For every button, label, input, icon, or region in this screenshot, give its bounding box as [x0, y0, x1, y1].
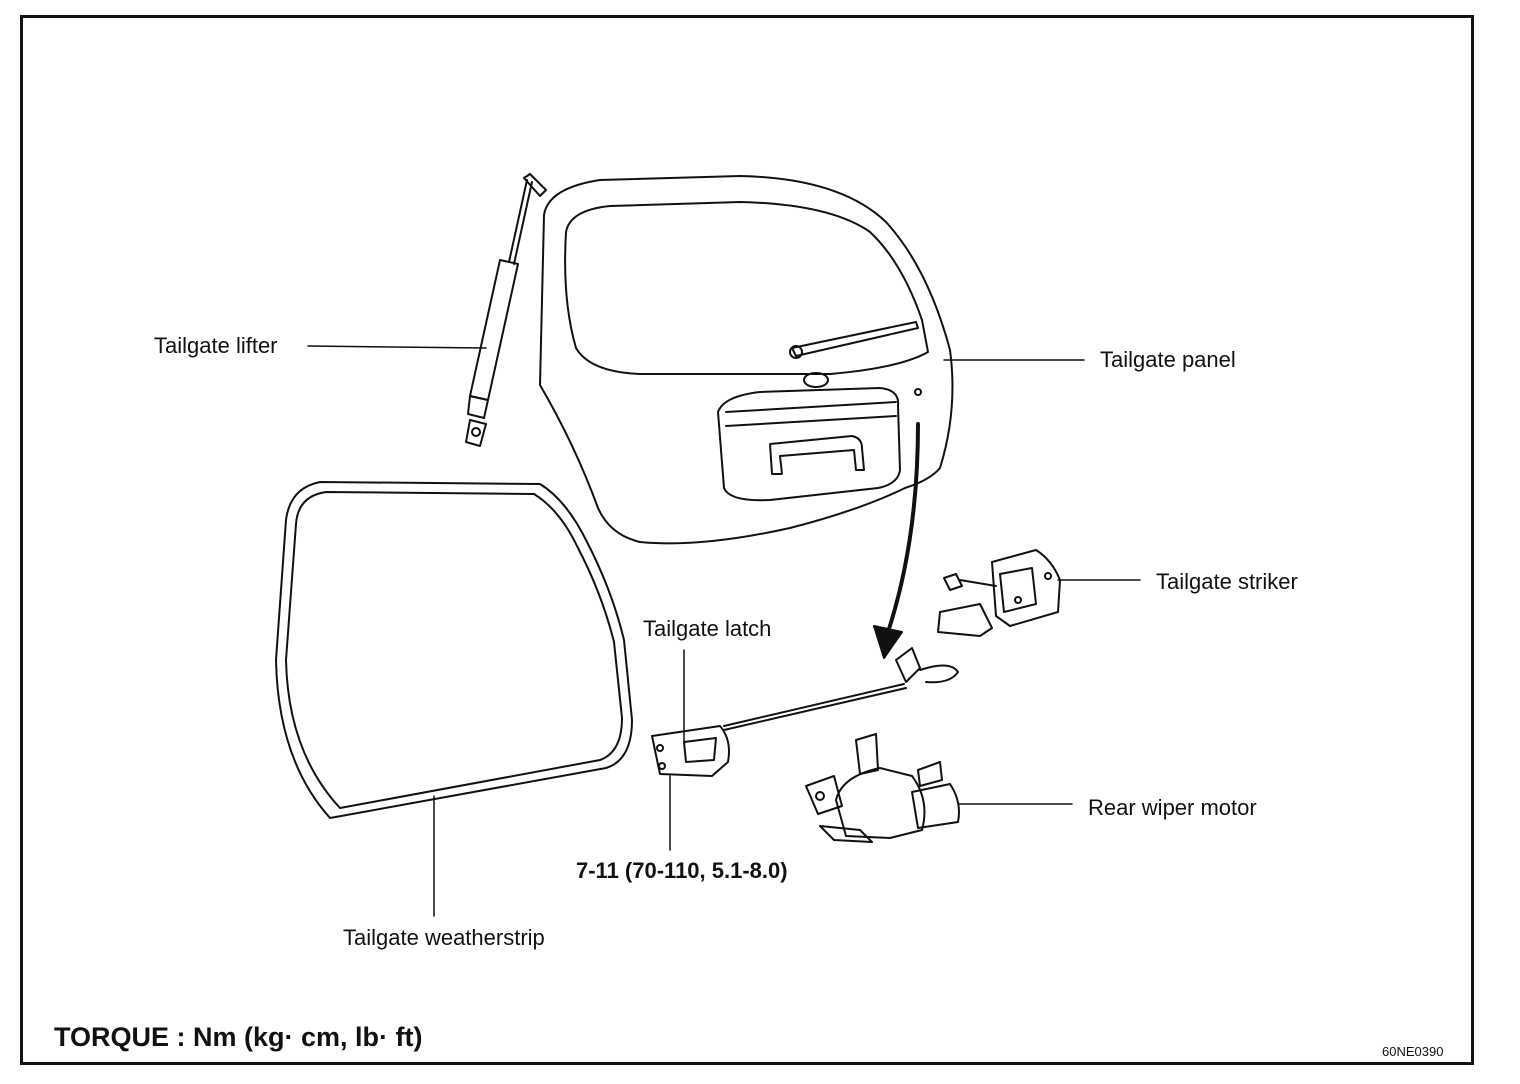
torque-units-note: TORQUE : Nm (kg· cm, lb· ft)	[54, 1022, 423, 1052]
tailgate-panel-part	[539, 175, 954, 545]
tailgate-lifter-part	[465, 173, 547, 447]
tailgate-lifter-label: Tailgate lifter	[154, 333, 278, 358]
tailgate-weatherstrip-label: Tailgate weatherstrip	[343, 925, 545, 950]
tailgate-latch-label: Tailgate latch	[643, 616, 772, 641]
figure-code: 60NE0390	[1382, 1044, 1444, 1059]
tailgate-striker-label: Tailgate striker	[1156, 569, 1298, 594]
diagram-frame	[20, 15, 1474, 1065]
tailgate-weatherstrip-part	[275, 481, 633, 819]
latch-torque-value: 7-11 (70-110, 5.1-8.0)	[576, 858, 788, 883]
tailgate-panel-label: Tailgate panel	[1100, 347, 1236, 372]
lifter-leader	[307, 345, 487, 349]
install-arrow	[873, 422, 920, 659]
tailgate-latch-part	[651, 647, 959, 777]
leader-lines	[307, 345, 1141, 917]
rear-wiper-motor-part	[805, 733, 960, 843]
tailgate-striker-part	[937, 549, 1061, 637]
rear-wiper-motor-label: Rear wiper motor	[1088, 795, 1257, 820]
